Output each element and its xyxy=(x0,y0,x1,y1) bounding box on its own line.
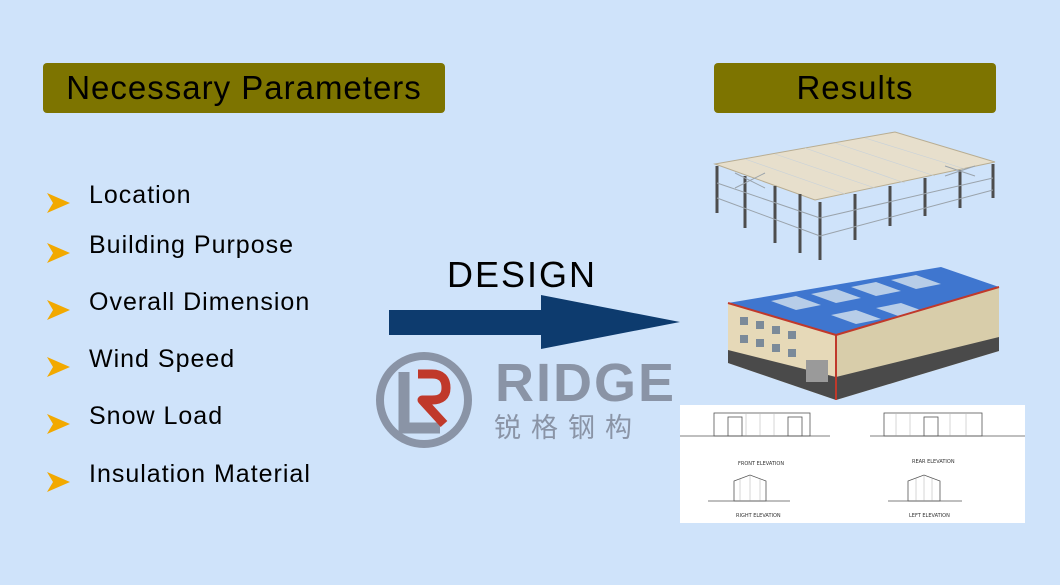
bullet-arrow-icon xyxy=(47,300,70,320)
parameter-label: Snow Load xyxy=(89,401,224,430)
necessary-parameters-header: Necessary Parameters xyxy=(43,63,445,113)
elevation-drawings-image: FRONT ELEVATION REAR ELEVATION RIGHT ELE… xyxy=(680,405,1025,523)
parameter-label: Wind Speed xyxy=(89,344,236,373)
necessary-parameters-title: Necessary Parameters xyxy=(66,69,422,106)
bullet-arrow-icon xyxy=(47,193,70,213)
bullet-arrow-icon xyxy=(47,243,70,263)
rear-elevation-caption: REAR ELEVATION xyxy=(912,459,955,465)
left-elevation-caption: LEFT ELEVATION xyxy=(909,513,950,519)
ridge-logo-icon xyxy=(376,352,472,448)
elevation-drawings-lines xyxy=(680,412,1025,502)
logo-wordmark: RIDGE xyxy=(495,353,677,413)
parameter-label: Building Purpose xyxy=(89,230,295,259)
results-header: Results xyxy=(714,63,996,113)
right-elevation-caption: RIGHT ELEVATION xyxy=(736,513,781,519)
bullet-arrow-icon xyxy=(47,414,70,434)
parameter-label: Insulation Material xyxy=(89,459,311,488)
front-elevation-caption: FRONT ELEVATION xyxy=(738,461,785,467)
parameter-label: Location xyxy=(89,180,192,209)
parameter-label: Overall Dimension xyxy=(89,287,311,316)
design-label: DESIGN xyxy=(447,254,598,295)
steel-frame-image xyxy=(713,131,996,260)
building-render-image xyxy=(727,267,1000,400)
logo-chinese-name: 锐格钢构 xyxy=(494,413,642,444)
bullet-arrow-icon xyxy=(47,472,70,492)
bullet-arrow-icon xyxy=(47,357,70,377)
design-arrow-icon xyxy=(389,295,680,349)
results-title: Results xyxy=(796,69,914,106)
